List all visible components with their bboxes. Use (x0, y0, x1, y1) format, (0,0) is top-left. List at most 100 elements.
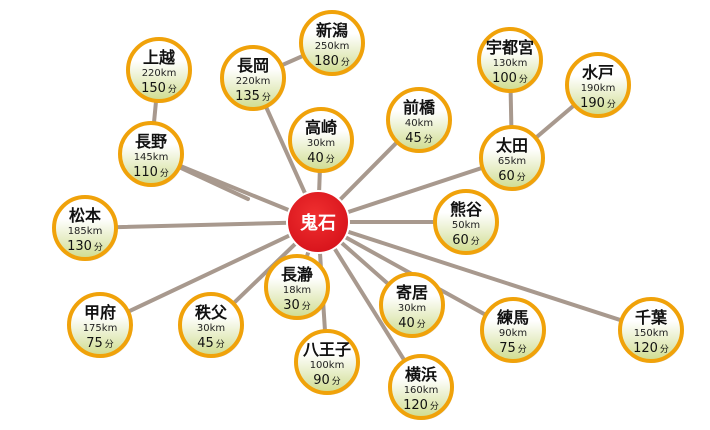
city-circle (220, 45, 286, 111)
city-name: 上越 (143, 48, 176, 67)
city-circle (52, 195, 118, 261)
city-distance: 190km (581, 83, 616, 94)
city-name: 甲府 (84, 303, 116, 322)
city-circle (67, 292, 133, 358)
city-name: 松本 (69, 206, 101, 225)
city-name: 練馬 (497, 308, 529, 327)
city-name: 秩父 (195, 303, 228, 322)
city-distance: 220km (142, 68, 177, 79)
city-distance: 130km (493, 58, 528, 69)
city-circle (299, 10, 365, 76)
line-ota (316, 156, 514, 224)
city-circle (433, 189, 499, 255)
city-name: 熊谷 (450, 200, 483, 219)
city-name: 八王子 (302, 340, 351, 359)
city-circle (386, 87, 452, 153)
city-distance: 175km (83, 323, 118, 334)
line-matsumoto (83, 220, 320, 230)
city-distance: 40km (405, 118, 433, 129)
city-name: 長野 (135, 132, 167, 151)
city-distance: 65km (498, 156, 526, 167)
city-distance: 250km (315, 41, 350, 52)
city-name: 長岡 (237, 56, 269, 75)
city-distance: 220km (236, 76, 271, 87)
city-name: 水戸 (582, 63, 614, 82)
city-circle (294, 329, 360, 395)
city-circle (264, 254, 330, 320)
center-circle (286, 190, 350, 254)
city-circle (118, 121, 184, 187)
city-name: 前橋 (403, 98, 436, 117)
city-circle (480, 297, 546, 363)
city-distance: 30km (398, 303, 426, 314)
city-distance: 150km (634, 328, 669, 339)
city-distance: 50km (452, 220, 480, 231)
city-distance: 145km (134, 152, 169, 163)
city-distance: 90km (499, 328, 527, 339)
city-circle (126, 37, 192, 103)
center-name: 鬼石 (300, 212, 336, 234)
city-name: 高崎 (305, 118, 337, 137)
city-distance: 100km (310, 360, 345, 371)
center-node: 鬼石 (286, 190, 350, 254)
city-name: 新潟 (316, 21, 348, 40)
city-distance: 30km (307, 138, 335, 149)
city-name: 横浜 (405, 365, 437, 384)
city-circle (288, 107, 354, 173)
city-circle (565, 52, 631, 118)
city-circle (178, 292, 244, 358)
city-name: 宇都宮 (486, 38, 534, 57)
city-circle (479, 125, 545, 191)
city-name: 太田 (495, 136, 528, 155)
city-circle (379, 272, 445, 338)
city-name: 千葉 (635, 308, 668, 327)
city-circle (618, 297, 684, 363)
city-circle (388, 354, 454, 420)
city-name: 長瀞 (281, 265, 313, 284)
line-chiba (316, 220, 653, 332)
city-distance: 18km (283, 285, 311, 296)
city-distance: 160km (404, 385, 439, 396)
line-kofu (98, 220, 320, 327)
